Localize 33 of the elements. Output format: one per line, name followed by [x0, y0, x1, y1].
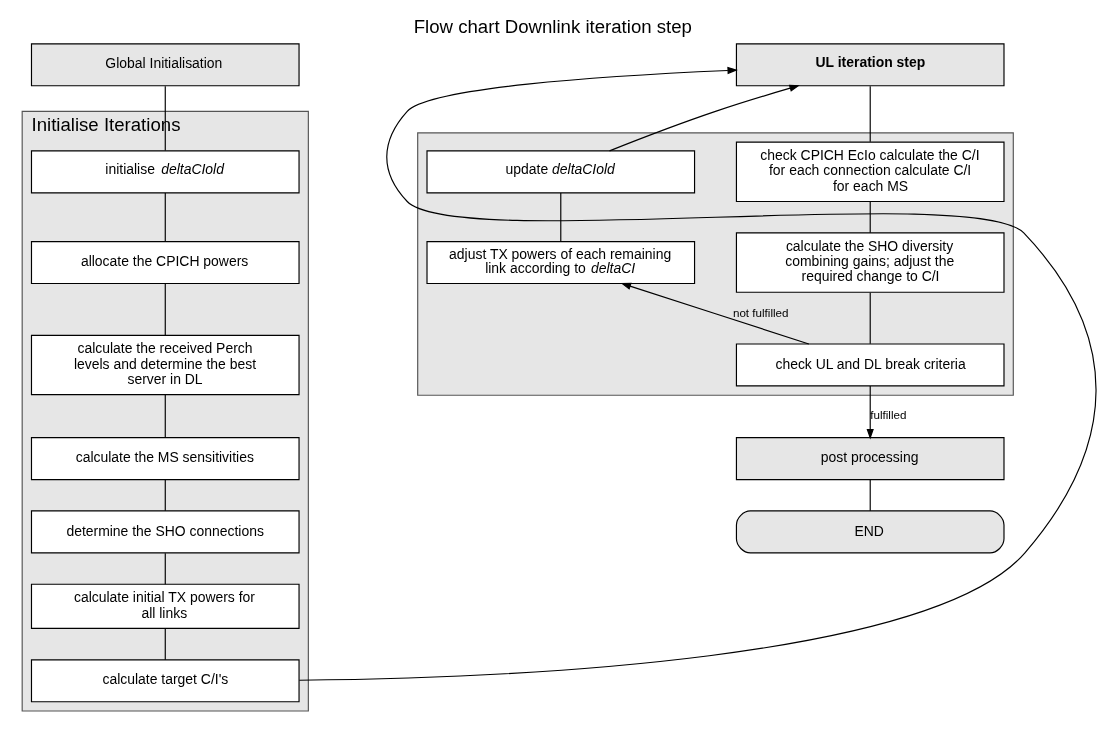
- connector: [869, 200, 871, 233]
- diagram-title: Flow chart Downlink iteration step: [413, 15, 692, 37]
- node-box: adjust TX powers of each remaining link according to deltaCI: [426, 240, 696, 284]
- arrow: [298, 66, 1097, 681]
- connector: [869, 478, 871, 511]
- node-box: calculate the MS sensitivities: [30, 436, 300, 480]
- connector: [164, 282, 166, 336]
- arrow: [866, 384, 874, 439]
- connector: [164, 627, 166, 660]
- connector: [164, 478, 166, 511]
- node-box: allocate the CPICH powers: [30, 240, 300, 284]
- edge-label: not fulfilled: [732, 305, 789, 319]
- node-box: calculate the received Perch levels and determine the best server in DL: [30, 334, 300, 395]
- node-box: UL iteration step: [735, 42, 1005, 86]
- node-box: calculate target C/I's: [30, 658, 300, 702]
- node-box: Global Initialisation: [30, 42, 300, 86]
- connector: [869, 85, 871, 142]
- connector: [869, 291, 871, 344]
- node-box: post processing: [735, 436, 1005, 480]
- arrow: [620, 282, 810, 345]
- node-box: calculate initial TX powers for all links: [30, 583, 300, 629]
- node-box: END: [735, 509, 1005, 553]
- connector: [164, 552, 166, 585]
- connector: [560, 192, 562, 242]
- node-box: calculate the SHO diversity combining gains; adjust the required change to C/I: [735, 231, 1005, 293]
- node-box: determine the SHO connections: [30, 509, 300, 553]
- node-box: check CPICH EcIo calculate the C/I for each connection calculate C/I for each MS: [735, 141, 1005, 202]
- node-box: check UL and DL break criteria: [735, 342, 1005, 386]
- connector: [164, 393, 166, 438]
- node-box: initialise deltaCIold: [30, 149, 300, 193]
- connector: [164, 192, 166, 242]
- cluster: [417, 131, 1014, 396]
- node-box: update deltaCIold: [426, 149, 696, 193]
